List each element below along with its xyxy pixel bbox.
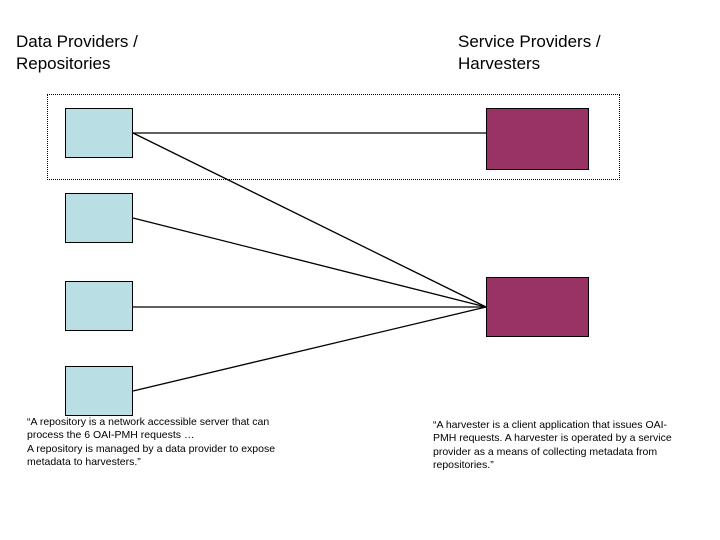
connector-repo4-to-harvester2 xyxy=(132,306,487,392)
repository-box-3[interactable] xyxy=(65,281,133,331)
caption-harvester-definition: “A harvester is a client application tha… xyxy=(433,419,672,472)
heading-data-providers: Data Providers / Repositories xyxy=(16,32,138,73)
repository-box-2[interactable] xyxy=(65,193,133,243)
repository-box-1[interactable] xyxy=(65,108,133,158)
harvester-box-2[interactable] xyxy=(486,277,589,337)
connector-repo2-to-harvester2 xyxy=(132,217,487,308)
harvester-box-1[interactable] xyxy=(486,108,589,170)
heading-service-providers: Service Providers / Harvesters xyxy=(458,32,601,73)
caption-repository-definition: “A repository is a network accessible se… xyxy=(27,416,276,469)
repository-box-4[interactable] xyxy=(65,366,133,416)
